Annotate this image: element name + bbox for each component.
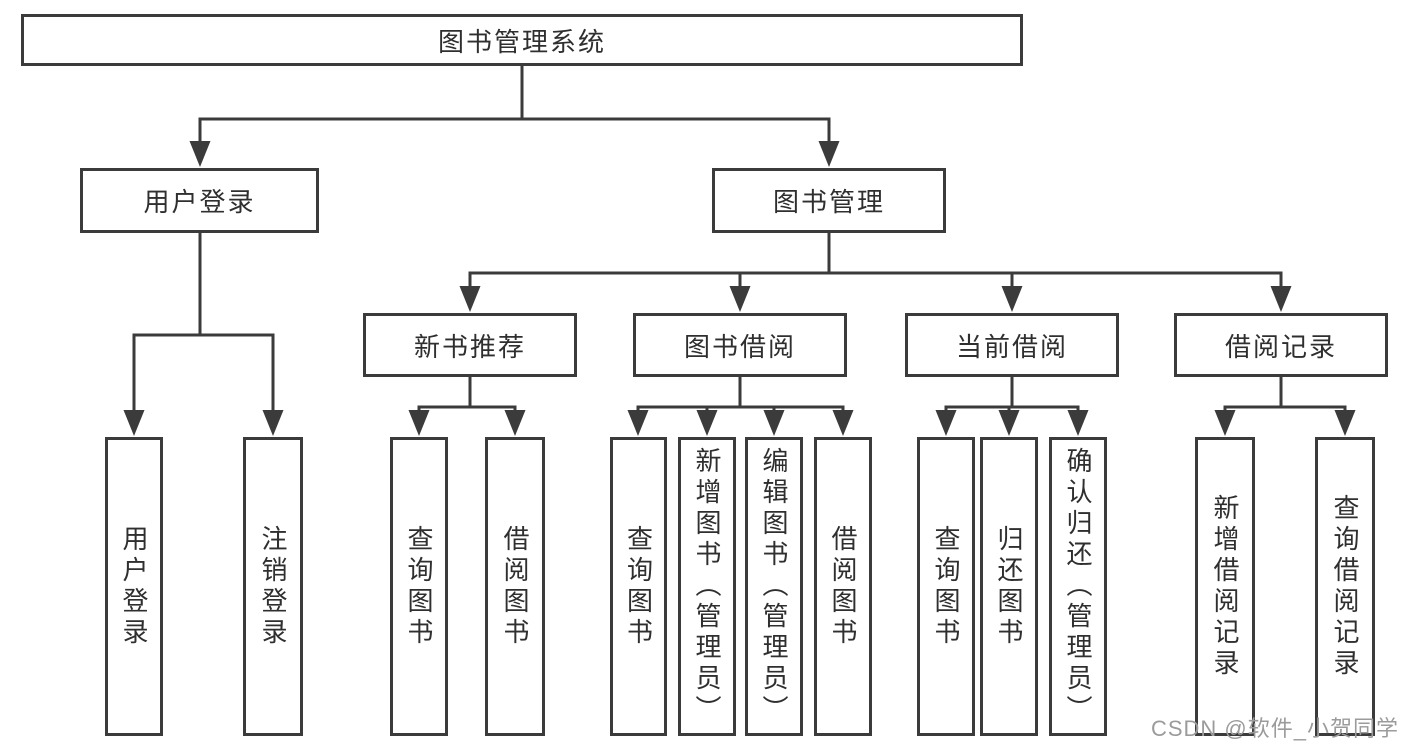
leaf-confirm-return-admin-label: 确认归还（管理员）: [1063, 447, 1093, 726]
leaf-confirm-return-admin: 确认归还（管理员）: [1049, 437, 1107, 736]
leaf-current-query-books: 查询图书: [917, 437, 975, 736]
node-new-book-recommend-label: 新书推荐: [413, 331, 526, 362]
leaf-borrow-query-books: 查询图书: [610, 437, 667, 736]
leaf-borrow-book: 借阅图书: [814, 437, 872, 736]
leaf-logout-label: 注销登录: [258, 524, 288, 649]
leaf-query-borrow-record: 查询借阅记录: [1315, 437, 1375, 736]
leaf-user-login: 用户登录: [105, 437, 163, 736]
leaf-user-login-label: 用户登录: [119, 524, 149, 649]
leaf-add-borrow-record-label: 新增借阅记录: [1210, 493, 1240, 680]
leaf-add-book-admin-label: 新增图书（管理员）: [692, 447, 722, 726]
node-book-borrow: 图书借阅: [633, 313, 847, 377]
leaf-edit-book-admin-label: 编辑图书（管理员）: [759, 447, 789, 726]
node-book-management: 图书管理: [712, 168, 946, 233]
leaf-logout: 注销登录: [243, 437, 303, 736]
leaf-add-borrow-record: 新增借阅记录: [1195, 437, 1255, 736]
leaf-recommend-query-books: 查询图书: [390, 437, 448, 736]
node-root: 图书管理系统: [21, 14, 1023, 66]
leaf-edit-book-admin: 编辑图书（管理员）: [745, 437, 803, 736]
leaf-recommend-query-books-label: 查询图书: [404, 524, 434, 649]
node-borrow-records-label: 借阅记录: [1224, 331, 1337, 362]
leaf-return-book: 归还图书: [980, 437, 1038, 736]
node-current-borrow-label: 当前借阅: [955, 331, 1068, 362]
node-root-label: 图书管理系统: [437, 26, 606, 57]
leaf-borrow-book-label: 借阅图书: [828, 524, 858, 649]
node-book-management-label: 图书管理: [772, 187, 885, 217]
arrowheads: [123, 141, 1356, 436]
leaf-borrow-query-books-label: 查询图书: [623, 524, 654, 649]
csdn-watermark: CSDN @软件_小贺同学: [1150, 716, 1399, 741]
leaf-current-query-books-label: 查询图书: [931, 524, 961, 649]
node-borrow-records: 借阅记录: [1174, 313, 1388, 377]
leaf-add-book-admin: 新增图书（管理员）: [678, 437, 736, 736]
node-current-borrow: 当前借阅: [905, 313, 1119, 377]
node-new-book-recommend: 新书推荐: [363, 313, 577, 377]
leaf-recommend-borrow-books-label: 借阅图书: [500, 524, 530, 649]
leaf-recommend-borrow-books: 借阅图书: [485, 437, 545, 736]
node-user-login: 用户登录: [80, 168, 319, 233]
node-user-login-label: 用户登录: [143, 187, 256, 217]
leaf-query-borrow-record-label: 查询借阅记录: [1330, 493, 1360, 680]
leaf-return-book-label: 归还图书: [994, 524, 1024, 649]
node-book-borrow-label: 图书借阅: [683, 331, 796, 362]
